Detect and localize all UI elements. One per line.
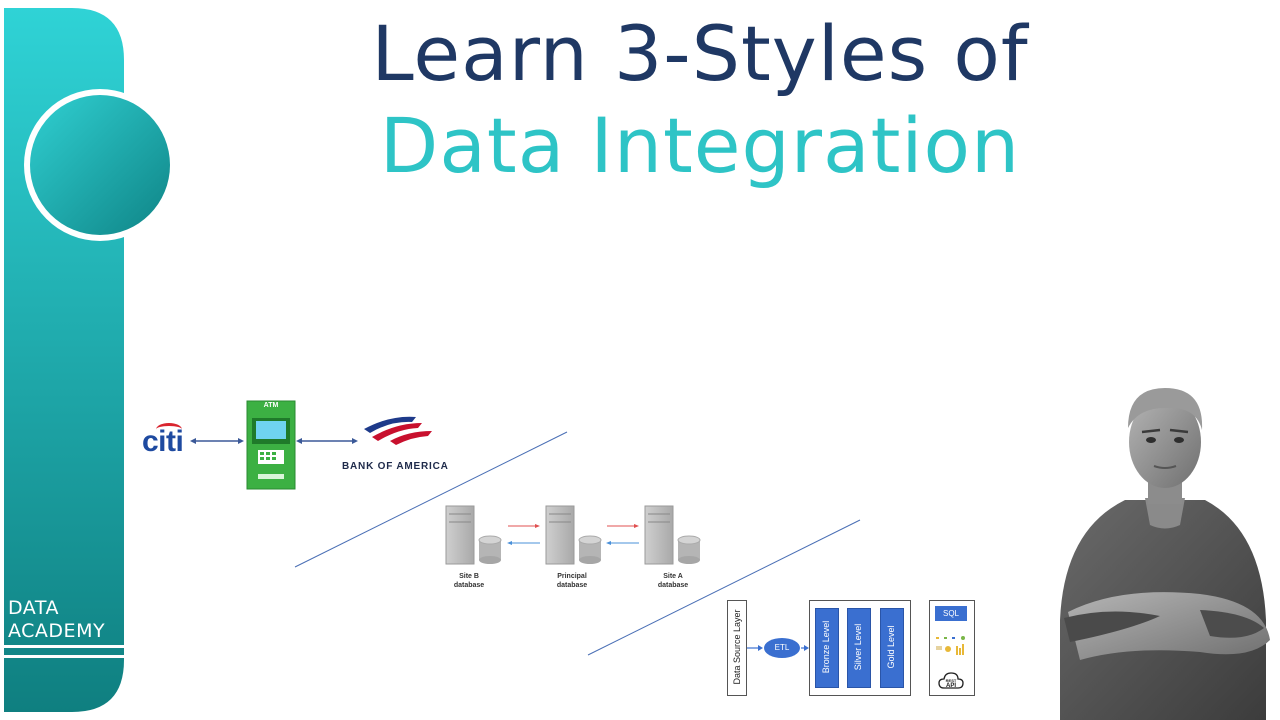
gold-level-box <box>880 608 904 688</box>
silver-level-label: Silver Level <box>853 623 863 671</box>
site-b-label: Site B database <box>453 573 485 589</box>
bank-of-america-logo: BANK OF AMERICA <box>342 461 449 472</box>
cloud-icon <box>938 672 964 689</box>
sql-box: SQL <box>935 606 967 621</box>
presenter-photo <box>1060 388 1270 720</box>
bank-of-america-flag-icon <box>364 416 432 445</box>
principal-server-icon <box>545 505 602 565</box>
silver-level-box <box>847 608 871 688</box>
page-title-line-1: Learn 3-Styles of <box>371 9 1029 98</box>
principal-label: Principal database <box>556 573 588 589</box>
site-b-server-icon <box>445 505 502 565</box>
data-source-layer-box <box>727 600 747 696</box>
brand-line-2: ACADEMY <box>8 620 106 642</box>
brand-line-1: DATA <box>8 597 59 619</box>
atm-machine-icon <box>246 400 296 490</box>
bronze-level-label: Bronze Level <box>821 620 831 674</box>
citi-arc-icon <box>156 423 182 436</box>
bronze-level-box <box>815 608 839 688</box>
api-label: API <box>945 683 956 689</box>
replication-arrows <box>507 524 639 545</box>
data-source-layer-label: Data Source Layer <box>732 609 742 685</box>
site-a-server-icon <box>644 505 701 565</box>
etl-node: ETL <box>764 638 800 658</box>
atm-label: ATM <box>263 402 279 409</box>
replication-diagram <box>445 505 701 565</box>
page-title-line-2: Data Integration <box>379 101 1021 190</box>
gold-level-label: Gold Level <box>886 625 896 669</box>
brand-sidebar <box>4 8 176 712</box>
pipeline-diagram: Data Source Layer ETL Bronze Level Silve… <box>725 598 980 698</box>
site-a-label: Site A database <box>657 573 689 589</box>
rest-label: REST <box>945 678 957 683</box>
dashboard-icon <box>936 636 965 655</box>
atm-diagram: citi ATM BANK OF AMERICA <box>138 395 458 495</box>
atm-diagram-arrows <box>190 438 358 444</box>
